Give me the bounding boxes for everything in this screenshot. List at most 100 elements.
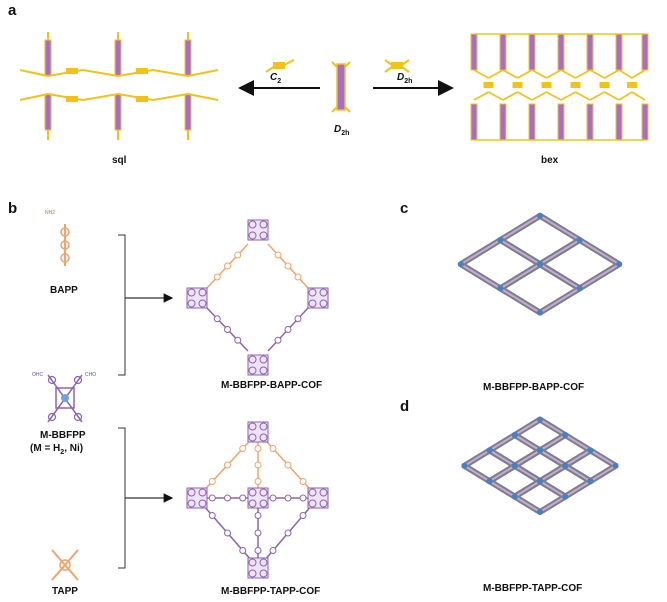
bbfpp-label: M-BBFPP — [40, 430, 86, 441]
bex-rod — [470, 33, 478, 71]
bex-rod — [528, 103, 536, 141]
metal-center — [576, 237, 583, 243]
sql-network — [19, 32, 219, 140]
phenyl-ring — [213, 315, 221, 323]
bex-rod — [557, 33, 565, 71]
porphyrin-ring — [259, 569, 268, 578]
bex-edge — [618, 91, 633, 101]
sql-node — [66, 68, 78, 74]
bex-edge — [618, 69, 633, 79]
phenyl-ring — [254, 547, 262, 554]
pore-rim — [512, 449, 568, 483]
porphyrin-ring — [319, 488, 328, 497]
panel-b-graphic — [47, 219, 329, 581]
d2h-symbol-center: D2h — [334, 124, 350, 137]
metal-center — [537, 212, 543, 219]
panel-b-letter: b — [8, 200, 18, 217]
panel-cd-graphic — [457, 212, 623, 515]
porphyrin-core — [247, 219, 269, 241]
bex-rod — [641, 103, 649, 141]
phenyl-ring — [284, 262, 292, 270]
phenyl-ring — [274, 336, 282, 344]
porphyrin-ring — [308, 299, 317, 308]
porphyrin-ring — [248, 499, 257, 508]
pore-rim — [538, 238, 622, 290]
panel-d-label: M-BBFPP-TAPP-COF — [483, 583, 583, 594]
sql-label: sql — [112, 155, 127, 166]
sql-edge — [187, 93, 219, 101]
pore-wall — [511, 447, 569, 485]
porphyrin-ring — [187, 299, 196, 308]
phenyl-ring — [254, 478, 262, 485]
pore-wall — [537, 432, 594, 469]
phenyl-ring — [294, 315, 302, 323]
c2-symbol: C2 — [270, 72, 282, 85]
bex-rod — [470, 103, 478, 141]
porphyrin-core — [186, 287, 208, 309]
metal-center — [497, 285, 504, 292]
bex-edge — [631, 91, 646, 101]
porphyrin-ring — [198, 288, 207, 297]
porphyrin-ring — [259, 422, 268, 431]
metal-center — [461, 462, 468, 469]
bex-edge — [488, 69, 504, 79]
phenyl-ring — [213, 273, 221, 281]
bex-edge — [560, 91, 576, 101]
bex-node — [483, 82, 494, 88]
panel-a-graphic — [19, 32, 649, 141]
bex-edge — [531, 91, 547, 101]
metal-center — [576, 285, 583, 292]
sql-edge — [19, 93, 49, 101]
porphyrin-ring — [259, 558, 268, 567]
phenyl-ring — [254, 529, 262, 537]
metal-center — [457, 261, 464, 268]
phenyl-ring — [284, 461, 292, 469]
pore-wall — [511, 416, 569, 454]
metal-center — [587, 447, 594, 454]
panel-a-letter: a — [8, 2, 17, 19]
phenyl-ring — [208, 512, 216, 519]
bex-edge — [589, 69, 605, 79]
phenyl-ring — [299, 512, 307, 519]
bex-rod — [641, 33, 649, 71]
phenyl-ring — [284, 494, 292, 502]
panel-c-letter: c — [400, 200, 409, 217]
ohc-label: OHC — [32, 372, 44, 378]
cof2-label: M-BBFPP-TAPP-COF — [221, 586, 321, 597]
cof2-structure — [186, 421, 329, 579]
bex-edge — [473, 69, 489, 79]
phenyl-ring — [239, 547, 247, 554]
sql-rod — [44, 93, 52, 131]
phenyl-ring — [299, 478, 307, 485]
cof1-label: M-BBFPP-BAPP-COF — [221, 380, 323, 391]
porphyrin-ring — [198, 299, 207, 308]
bex-edge — [502, 69, 518, 79]
cof2-3d-model — [461, 416, 619, 515]
c2-linker — [265, 59, 295, 73]
pore-rim — [563, 449, 618, 483]
metal-center — [616, 261, 623, 268]
porphyrin-ring — [248, 366, 257, 375]
bex-node — [627, 82, 637, 88]
phenyl-ring — [239, 494, 247, 502]
pore-wall — [511, 478, 569, 515]
metal-center — [562, 432, 569, 438]
porphyrin-ring — [248, 569, 257, 578]
phenyl-ring — [269, 547, 277, 554]
bex-rod — [528, 33, 536, 71]
tapp-monomer — [51, 549, 79, 581]
d2h-linker-right — [384, 59, 410, 73]
phenyl-ring — [254, 461, 262, 469]
porphyrin-ring — [187, 499, 196, 508]
porphyrin-ring — [198, 488, 207, 497]
bex-edge — [546, 69, 562, 79]
d2h-symbol-right: D2h — [397, 72, 413, 85]
pore-wall — [497, 212, 583, 268]
bex-edge — [560, 69, 576, 79]
pore-wall — [486, 432, 543, 469]
bbfpp-monomer — [47, 374, 83, 423]
phenyl-ring — [224, 326, 231, 333]
metal-center — [537, 509, 543, 515]
pore-rim — [458, 238, 542, 290]
bex-rod — [615, 33, 623, 71]
